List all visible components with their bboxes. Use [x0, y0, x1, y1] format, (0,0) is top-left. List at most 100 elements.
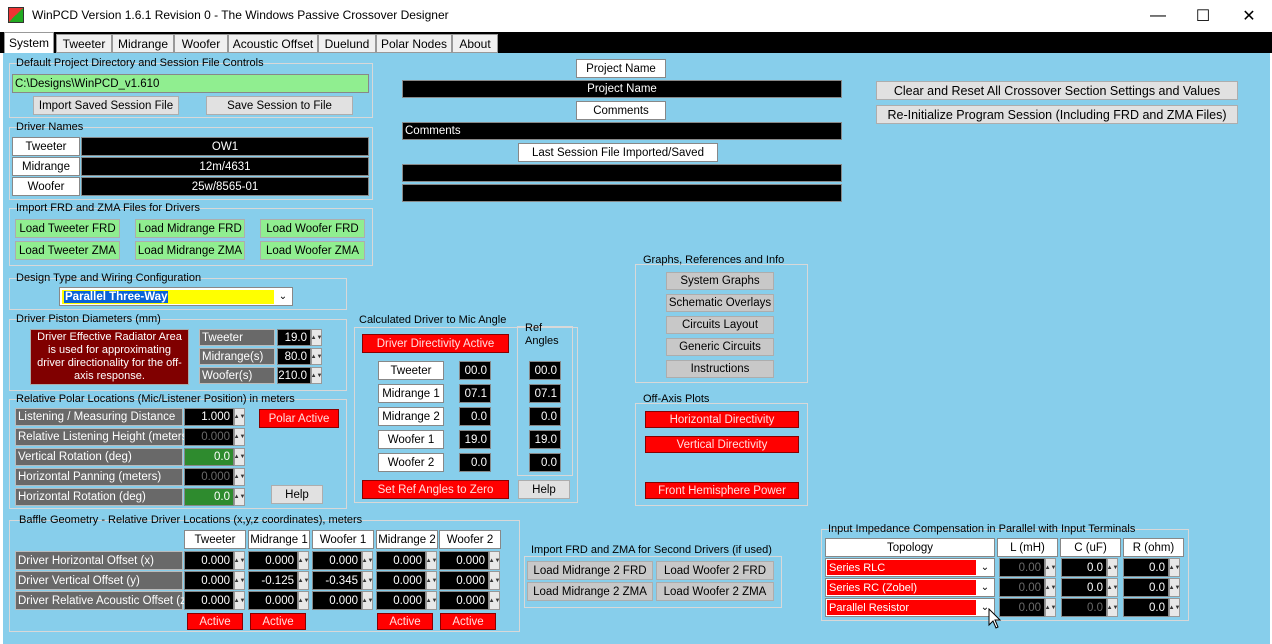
baffle-y-tweeter[interactable]: 0.000	[184, 571, 234, 590]
series-rlc-select[interactable]: Series RLC ⌄	[825, 558, 995, 577]
horizontal-panning-spinner[interactable]: ▲▼	[234, 468, 245, 486]
load-tweeter-frd-button[interactable]: Load Tweeter FRD	[15, 219, 120, 238]
series-rlc-c-spinner[interactable]: ▲▼	[1107, 558, 1118, 577]
baffle-z-midrange-2[interactable]: 0.000	[376, 591, 426, 610]
listening-height-input[interactable]: 0.000	[184, 428, 234, 446]
baffle-y-woofer-2-spinner[interactable]: ▲▼	[489, 571, 500, 590]
listening-distance-input[interactable]: 1.000	[184, 408, 234, 426]
horizontal-panning-input[interactable]: 0.000	[184, 468, 234, 486]
reinitialize-button[interactable]: Re-Initialize Program Session (Including…	[876, 105, 1238, 124]
series-rlc-r-input[interactable]: 0.0	[1123, 558, 1169, 577]
tweeter-diameter-input[interactable]: 19.0	[277, 329, 311, 346]
instructions-button[interactable]: Instructions	[666, 360, 774, 378]
load-woofer-zma-button[interactable]: Load Woofer ZMA	[260, 241, 365, 260]
baffle-z-woofer-2-spinner[interactable]: ▲▼	[489, 591, 500, 610]
baffle-y-midrange-1[interactable]: -0.125	[248, 571, 298, 590]
tab-about[interactable]: About	[452, 34, 498, 53]
baffle-y-midrange-2-spinner[interactable]: ▲▼	[426, 571, 437, 590]
horizontal-rotation-spinner[interactable]: ▲▼	[234, 488, 245, 506]
listening-distance-spinner[interactable]: ▲▼	[234, 408, 245, 426]
baffle-x-midrange-1-spinner[interactable]: ▲▼	[298, 551, 309, 570]
baffle-z-midrange-1-spinner[interactable]: ▲▼	[298, 591, 309, 610]
tab-acoustic-offset[interactable]: Acoustic Offset	[228, 34, 318, 53]
baffle-y-midrange-2[interactable]: 0.000	[376, 571, 426, 590]
series-rlc-c-input[interactable]: 0.0	[1061, 558, 1107, 577]
mic-help-button[interactable]: Help	[518, 480, 570, 499]
series-rc-c-spinner[interactable]: ▲▼	[1107, 578, 1118, 597]
midrange-2-active-button[interactable]: Active	[377, 613, 433, 630]
ref-tweeter-angle[interactable]: 00.0	[529, 361, 561, 380]
ref-woofer-2-angle[interactable]: 0.0	[529, 453, 561, 472]
tab-midrange[interactable]: Midrange	[112, 34, 174, 53]
baffle-y-tweeter-spinner[interactable]: ▲▼	[234, 571, 245, 590]
series-rc-select[interactable]: Series RC (Zobel) ⌄	[825, 578, 995, 597]
midrange-1-active-button[interactable]: Active	[250, 613, 306, 630]
minimize-button[interactable]: —	[1150, 6, 1166, 24]
baffle-x-midrange-1[interactable]: 0.000	[248, 551, 298, 570]
design-type-select[interactable]: Parallel Three-Way ⌄	[59, 287, 293, 306]
woofer-2-active-button[interactable]: Active	[440, 613, 496, 630]
project-path-field[interactable]: C:\Designs\WinPCD_v1.610	[12, 74, 369, 93]
baffle-z-midrange-2-spinner[interactable]: ▲▼	[426, 591, 437, 610]
driver-directivity-button[interactable]: Driver Directivity Active	[362, 334, 509, 353]
set-ref-angles-button[interactable]: Set Ref Angles to Zero	[362, 480, 509, 499]
baffle-y-woofer-1[interactable]: -0.345	[312, 571, 362, 590]
horizontal-directivity-button[interactable]: Horizontal Directivity	[645, 411, 799, 428]
tab-duelund[interactable]: Duelund	[318, 34, 376, 53]
series-rlc-l-spinner[interactable]: ▲▼	[1045, 558, 1056, 577]
baffle-x-woofer-1-spinner[interactable]: ▲▼	[362, 551, 373, 570]
ref-woofer-1-angle[interactable]: 19.0	[529, 430, 561, 449]
woofer-diameter-spinner[interactable]: ▲▼	[311, 367, 322, 384]
polar-help-button[interactable]: Help	[271, 485, 323, 504]
baffle-y-woofer-2[interactable]: 0.000	[439, 571, 489, 590]
baffle-z-woofer-1-spinner[interactable]: ▲▼	[362, 591, 373, 610]
system-graphs-button[interactable]: System Graphs	[666, 272, 774, 290]
load-midrange-2-frd-button[interactable]: Load Midrange 2 FRD	[527, 561, 653, 580]
tweeter-name-field[interactable]: OW1	[81, 137, 369, 156]
series-rlc-l-input[interactable]: 0.00	[999, 558, 1045, 577]
horizontal-rotation-input[interactable]: 0.0	[184, 488, 234, 506]
series-rc-l-input[interactable]: 0.00	[999, 578, 1045, 597]
load-tweeter-zma-button[interactable]: Load Tweeter ZMA	[15, 241, 120, 260]
vertical-rotation-spinner[interactable]: ▲▼	[234, 448, 245, 466]
woofer-diameter-input[interactable]: 210.0	[277, 367, 311, 384]
last-session-field-1[interactable]	[402, 164, 842, 182]
ref-midrange-2-angle[interactable]: 0.0	[529, 407, 561, 426]
series-rc-c-input[interactable]: 0.0	[1061, 578, 1107, 597]
maximize-button[interactable]: ☐	[1195, 7, 1211, 25]
series-rlc-r-spinner[interactable]: ▲▼	[1169, 558, 1180, 577]
close-button[interactable]: ✕	[1242, 7, 1256, 25]
load-woofer-2-zma-button[interactable]: Load Woofer 2 ZMA	[656, 582, 774, 601]
parallel-resistor-r-input[interactable]: 0.0	[1123, 598, 1169, 617]
load-midrange-2-zma-button[interactable]: Load Midrange 2 ZMA	[527, 582, 653, 601]
load-midrange-zma-button[interactable]: Load Midrange ZMA	[135, 241, 245, 260]
project-name-field[interactable]: Project Name	[402, 80, 842, 98]
baffle-y-midrange-1-spinner[interactable]: ▲▼	[298, 571, 309, 590]
midrange-diameter-spinner[interactable]: ▲▼	[311, 348, 322, 365]
parallel-resistor-c-spinner[interactable]: ▲▼	[1107, 598, 1118, 617]
comments-field[interactable]: Comments	[402, 122, 842, 140]
vertical-rotation-input[interactable]: 0.0	[184, 448, 234, 466]
tab-system[interactable]: System	[4, 32, 54, 53]
baffle-x-midrange-2-spinner[interactable]: ▲▼	[426, 551, 437, 570]
tab-tweeter[interactable]: Tweeter	[56, 34, 112, 53]
vertical-directivity-button[interactable]: Vertical Directivity	[645, 436, 799, 453]
woofer-name-field[interactable]: 25w/8565-01	[81, 177, 369, 196]
polar-active-button[interactable]: Polar Active	[259, 409, 339, 428]
parallel-resistor-r-spinner[interactable]: ▲▼	[1169, 598, 1180, 617]
load-woofer-frd-button[interactable]: Load Woofer FRD	[260, 219, 365, 238]
series-rc-l-spinner[interactable]: ▲▼	[1045, 578, 1056, 597]
baffle-x-tweeter[interactable]: 0.000	[184, 551, 234, 570]
series-rc-r-spinner[interactable]: ▲▼	[1169, 578, 1180, 597]
load-midrange-frd-button[interactable]: Load Midrange FRD	[135, 219, 245, 238]
schematic-overlays-button[interactable]: Schematic Overlays	[666, 294, 774, 312]
parallel-resistor-l-input[interactable]: 0.00	[999, 598, 1045, 617]
baffle-z-tweeter[interactable]: 0.000	[184, 591, 234, 610]
parallel-resistor-l-spinner[interactable]: ▲▼	[1045, 598, 1056, 617]
tweeter-diameter-spinner[interactable]: ▲▼	[311, 329, 322, 346]
last-session-field-2[interactable]	[402, 184, 842, 202]
ref-midrange-1-angle[interactable]: 07.1	[529, 384, 561, 403]
baffle-x-tweeter-spinner[interactable]: ▲▼	[234, 551, 245, 570]
import-session-button[interactable]: Import Saved Session File	[33, 96, 179, 115]
baffle-z-woofer-2[interactable]: 0.000	[439, 591, 489, 610]
